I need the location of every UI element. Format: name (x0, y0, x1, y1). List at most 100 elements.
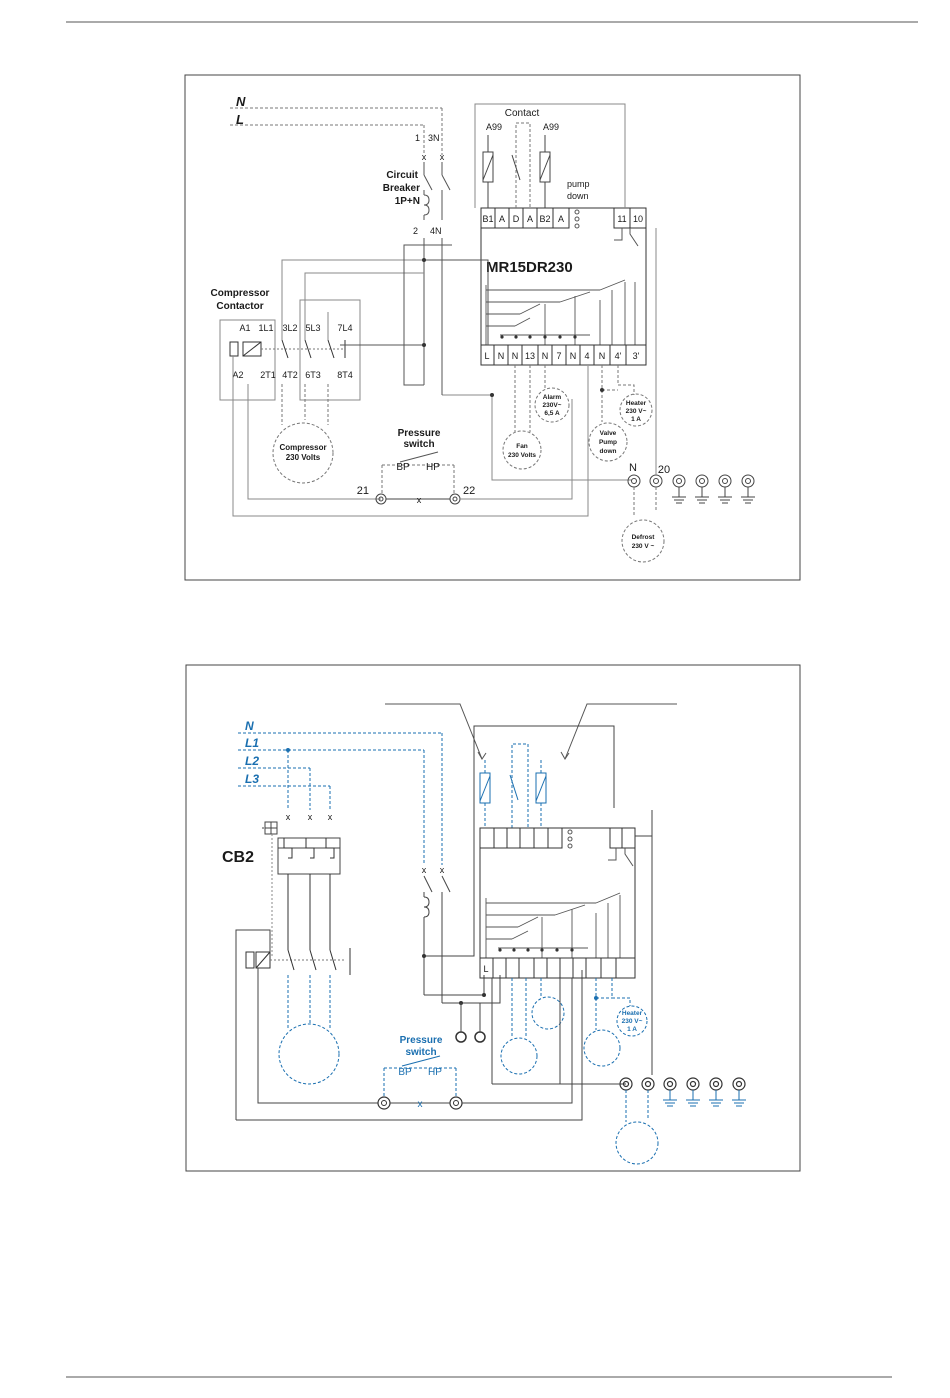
d2-n-label: N (245, 719, 254, 733)
svg-text:x: x (422, 865, 427, 875)
svg-text:Compressor: Compressor (279, 443, 326, 452)
diagram-1-frame (184, 74, 801, 581)
svg-text:4': 4' (615, 351, 622, 361)
svg-text:L: L (483, 964, 488, 974)
svg-text:Compressor: Compressor (211, 288, 270, 299)
svg-text:N: N (599, 351, 606, 361)
svg-text:2T1: 2T1 (260, 370, 276, 380)
svg-text:230 V ~: 230 V ~ (632, 543, 655, 550)
d1-circuit-breaker: 1 3N x x Circuit Breaker 1P+N 2 4N (383, 108, 451, 395)
svg-text:x: x (286, 812, 291, 822)
svg-text:6,5 A: 6,5 A (544, 410, 560, 417)
d2-l2-label: L2 (245, 754, 259, 768)
svg-text:HP: HP (428, 1067, 442, 1078)
svg-text:4: 4 (584, 351, 589, 361)
svg-text:N: N (629, 462, 637, 474)
svg-text:1 A: 1 A (627, 1026, 637, 1033)
svg-text:Heater: Heater (626, 400, 647, 407)
svg-text:down: down (600, 448, 617, 455)
d2-a99-probes (479, 743, 547, 828)
svg-text:Contact: Contact (505, 108, 540, 119)
svg-text:6T3: 6T3 (305, 370, 321, 380)
svg-text:1P+N: 1P+N (395, 196, 420, 207)
svg-text:A2: A2 (232, 370, 243, 380)
svg-text:20: 20 (658, 464, 670, 476)
d2-loads (500, 978, 648, 1075)
svg-text:B2: B2 (539, 214, 550, 224)
svg-text:7: 7 (556, 351, 561, 361)
svg-text:10: 10 (633, 214, 643, 224)
svg-text:Alarm: Alarm (543, 394, 562, 401)
svg-text:1: 1 (415, 133, 420, 143)
d1-heater-load: Heater 230 V~ 1 A (617, 365, 653, 427)
d1-terminal-row: N 20 (627, 228, 756, 517)
svg-text:N: N (542, 351, 549, 361)
diagram-2-frame (185, 664, 801, 1172)
svg-text:Breaker: Breaker (383, 183, 420, 194)
svg-text:A1: A1 (239, 323, 250, 333)
svg-text:D: D (513, 214, 520, 224)
svg-text:L: L (484, 351, 489, 361)
svg-text:A: A (527, 214, 533, 224)
d1-pressure-switch: Pressure switch BP HP x 21 22 (357, 394, 632, 505)
svg-text:switch: switch (403, 439, 434, 450)
d2-l1-label: L1 (245, 736, 259, 750)
svg-text:x: x (308, 812, 313, 822)
svg-text:A99: A99 (543, 122, 559, 132)
svg-text:x: x (328, 812, 333, 822)
svg-text:HP: HP (426, 462, 440, 473)
d1-compressor-contactor: Compressor Contactor A1 1L1 3L2 5L3 7L4 … (211, 259, 589, 517)
svg-text:2: 2 (413, 226, 418, 236)
d2-controller: L (479, 827, 636, 979)
d2-l3-label: L3 (245, 772, 259, 786)
d2-cb2-breaker: x x x CB2 (222, 812, 341, 958)
diagram-1: N L 1 3N x x Circuit Breaker 1P+N 2 4N (184, 74, 801, 581)
svg-text:BP: BP (396, 462, 410, 473)
svg-text:pump: pump (567, 179, 590, 189)
d1-alarm-load: Alarm 230V~ 6,5 A (534, 365, 570, 423)
svg-text:8T4: 8T4 (337, 370, 353, 380)
svg-text:MR15DR230: MR15DR230 (486, 259, 573, 276)
diagram-2: N L1 L2 L3 x x x CB2 (185, 664, 801, 1172)
svg-text:A99: A99 (486, 122, 502, 132)
d1-fan-load: Fan 230 Volts (502, 365, 542, 470)
svg-text:3': 3' (633, 351, 640, 361)
d2-pressure-switch: Pressure switch BP HP x (377, 978, 626, 1110)
d2-control-breaker: x x (422, 725, 615, 1043)
svg-text:3N: 3N (428, 133, 440, 143)
d1-compressor-motor (272, 422, 334, 484)
d1-n-label: N (236, 94, 246, 109)
svg-text:11: 11 (617, 214, 626, 224)
svg-text:Contactor: Contactor (216, 301, 263, 312)
d1-defrost-load: Defrost 230 V ~ (621, 519, 665, 563)
svg-text:x: x (422, 152, 427, 162)
svg-text:switch: switch (405, 1047, 436, 1058)
svg-text:4N: 4N (430, 226, 442, 236)
svg-text:N: N (498, 351, 505, 361)
svg-text:5L3: 5L3 (305, 323, 320, 333)
d1-valve-load: Valve Pump down (588, 365, 628, 462)
svg-text:1 A: 1 A (631, 416, 641, 423)
svg-text:A: A (499, 214, 505, 224)
svg-text:CB2: CB2 (222, 849, 254, 866)
svg-text:x: x (440, 152, 445, 162)
d2-contactor (235, 929, 583, 1121)
svg-text:BP: BP (398, 1067, 412, 1078)
svg-text:Circuit: Circuit (386, 170, 418, 181)
svg-text:x: x (440, 865, 445, 875)
d1-a99-probes: Contact A99 A99 pump down (474, 103, 626, 208)
d1-l-label: L (236, 112, 244, 127)
svg-text:3L2: 3L2 (282, 323, 297, 333)
svg-text:Pressure: Pressure (400, 1035, 443, 1046)
svg-text:230 Volts: 230 Volts (508, 452, 536, 459)
svg-text:Valve: Valve (600, 430, 617, 437)
svg-text:A: A (558, 214, 564, 224)
svg-text:x: x (418, 1099, 423, 1110)
svg-text:x: x (417, 495, 422, 505)
svg-text:Defrost: Defrost (632, 534, 656, 541)
d2-terminal-row (492, 810, 747, 1165)
svg-text:down: down (567, 191, 589, 201)
svg-text:230 Volts: 230 Volts (286, 453, 321, 462)
svg-text:7L4: 7L4 (337, 323, 352, 333)
svg-text:Heater: Heater (622, 1010, 643, 1017)
